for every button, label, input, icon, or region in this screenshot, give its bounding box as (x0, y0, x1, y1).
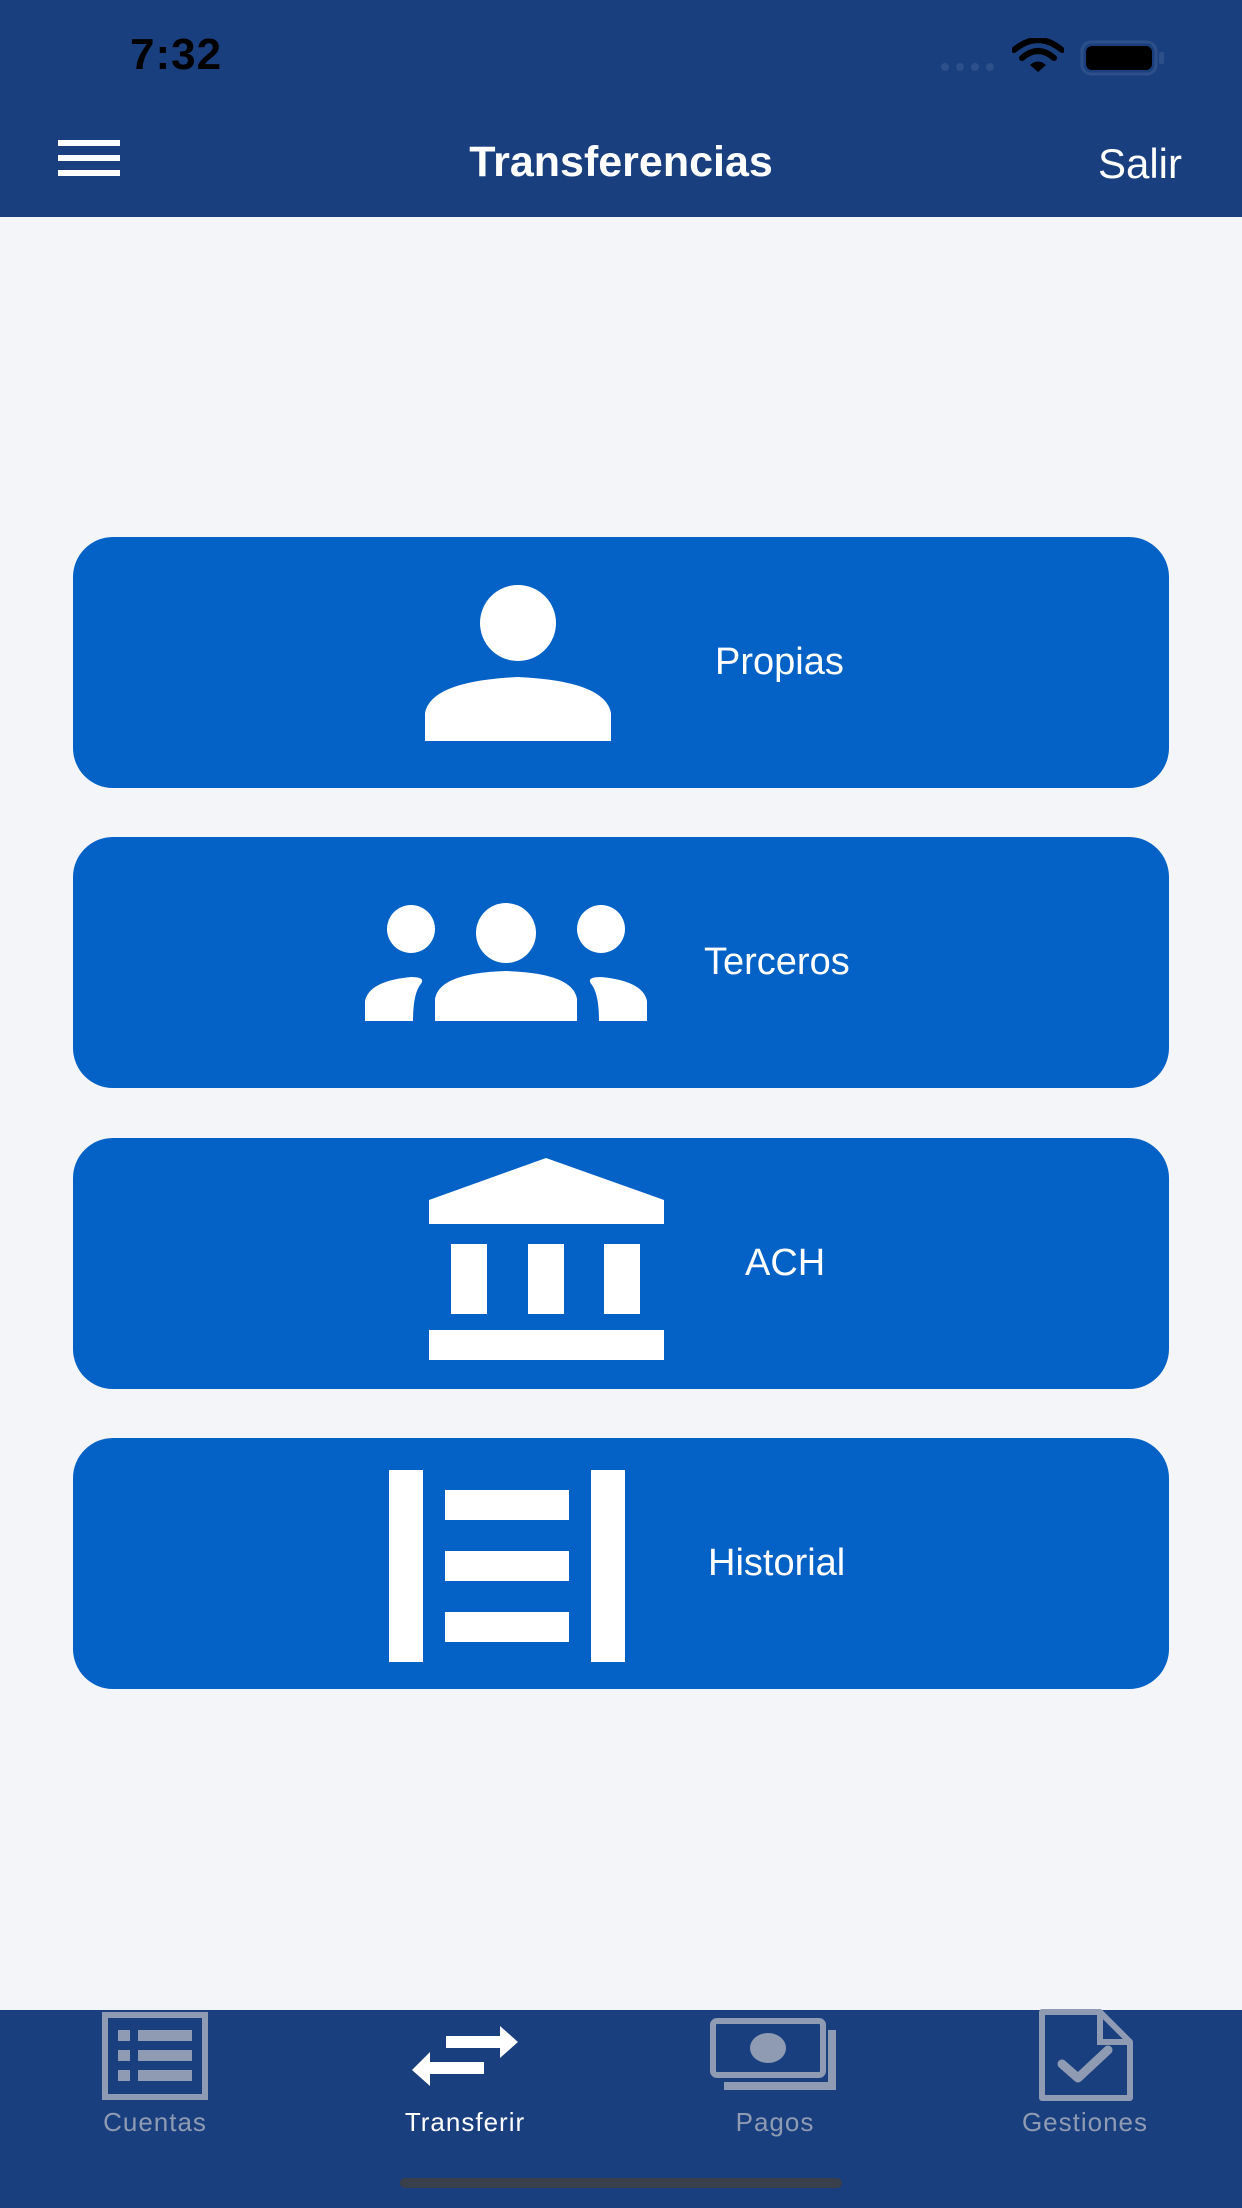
transfer-arrows-icon (412, 2026, 518, 2086)
tab-label: Cuentas (103, 2107, 207, 2137)
option-label: Propias (715, 641, 844, 683)
accounts-list-icon (102, 2012, 208, 2100)
page-title: Transferencias (469, 138, 773, 186)
option-label: Historial (708, 1542, 846, 1584)
tab-label: Pagos (735, 2107, 815, 2137)
payments-cash-icon (710, 2018, 836, 2090)
option-ach-button[interactable]: ACH (73, 1138, 1169, 1389)
tab-pagos[interactable]: Pagos (680, 2010, 870, 2140)
home-indicator (400, 2178, 842, 2188)
bank-icon (429, 1158, 664, 1360)
list-icon (389, 1470, 625, 1662)
tab-transferir[interactable]: Transferir (370, 2010, 560, 2140)
top-bar: 7:32 Transferencias Salir (0, 0, 1242, 217)
signal-icon (941, 63, 994, 71)
option-label: ACH (745, 1242, 826, 1284)
option-terceros-button[interactable]: Terceros (73, 837, 1169, 1088)
battery-icon (1080, 40, 1164, 76)
logout-button[interactable]: Salir (1097, 140, 1182, 187)
tab-gestiones[interactable]: Gestiones (990, 2009, 1180, 2140)
tab-label: Gestiones (1021, 2107, 1149, 2137)
tab-bar: Cuentas Transferir Pagos Gestiones (0, 2009, 1242, 2208)
user-icon (425, 585, 611, 741)
document-check-icon (1039, 2009, 1133, 2101)
option-historial-button[interactable]: Historial (73, 1438, 1169, 1689)
tab-label: Transferir (404, 2107, 526, 2137)
group-icon (365, 903, 647, 1021)
wifi-icon (1012, 38, 1064, 72)
tab-cuentas[interactable]: Cuentas (60, 2010, 250, 2140)
menu-icon[interactable] (58, 140, 124, 180)
option-propias-button[interactable]: Propias (73, 537, 1169, 788)
status-time: 7:32 (130, 30, 223, 79)
option-label: Terceros (704, 941, 850, 983)
